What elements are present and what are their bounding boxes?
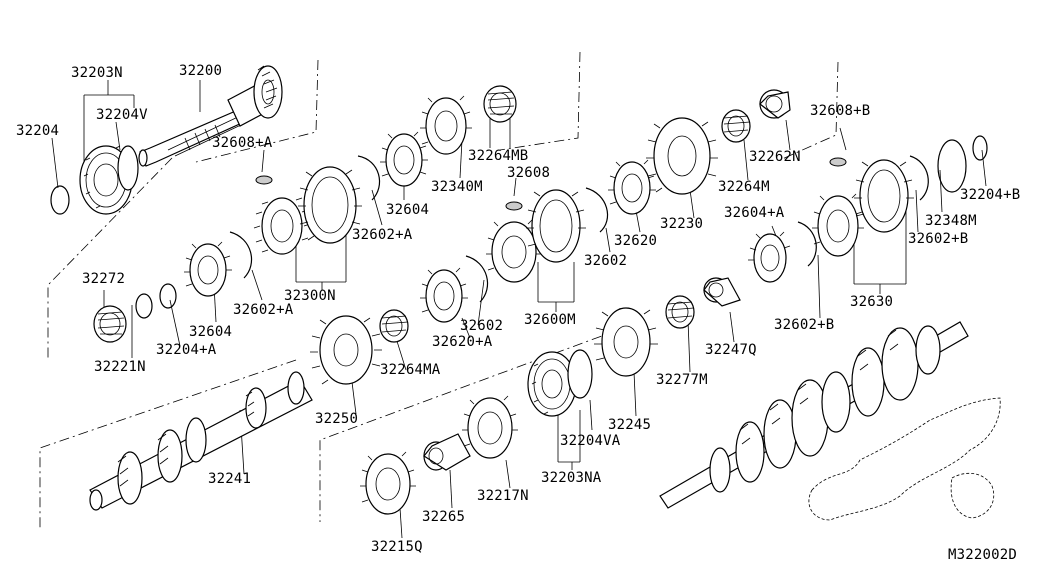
snap-ring-32204 [50, 185, 70, 215]
part-label-32602A-top: 32602+A [352, 227, 413, 243]
part-label-32215Q: 32215Q [371, 539, 423, 555]
snap-ring-32602A-left [229, 231, 253, 279]
gear-32300N [253, 166, 362, 255]
washer-32348M [937, 139, 967, 193]
part-label-32602-mid: 32602 [584, 253, 628, 269]
part-label-32630: 32630 [850, 294, 894, 310]
snap-ring-32602-mid [585, 187, 609, 233]
bushing-32247Q [703, 277, 741, 307]
bushing-32265 [423, 433, 471, 471]
key-32608A [255, 175, 273, 185]
part-label-32204VA: 32204VA [560, 433, 621, 449]
synchro-hub-32620A [420, 267, 468, 323]
part-label-32620A: 32620+A [432, 334, 493, 350]
part-label-32620: 32620 [614, 233, 658, 249]
key-32608B [829, 157, 847, 167]
part-label-32221N: 32221N [94, 359, 146, 375]
group-outline-mid-right [779, 61, 839, 161]
countershaft-32241 [89, 371, 313, 511]
snap-ring-32204A [159, 283, 177, 309]
gear-32215Q [360, 451, 416, 515]
part-label-32245: 32245 [608, 417, 652, 433]
snap-ring-32602A-top [357, 155, 381, 201]
synchro-hub-32604-top [380, 131, 428, 187]
part-label-32604-top: 32604 [386, 202, 430, 218]
part-label-32340M: 32340M [431, 179, 483, 195]
snap-ring-32602B-right [909, 155, 929, 201]
part-label-32204: 32204 [16, 123, 60, 139]
part-label-32203N: 32203N [71, 65, 123, 81]
part-label-32264MB: 32264MB [468, 148, 529, 164]
synchro-hub-32604-left [184, 241, 232, 297]
part-label-32602B-right: 32602+B [908, 231, 969, 247]
bearing-32203N [79, 145, 139, 215]
part-label-32604-left: 32604 [189, 324, 233, 340]
needle-bearing-32277M [665, 295, 695, 329]
part-label-32602: 32602 [460, 318, 504, 334]
group-outline-upper [195, 59, 319, 163]
needle-bearing-32264MB [483, 85, 517, 123]
assembled-mainshaft [659, 321, 1001, 521]
washer-32221N [135, 293, 153, 319]
part-label-32348M: 32348M [925, 213, 977, 229]
part-label-32264M: 32264M [718, 179, 770, 195]
part-label-32241: 32241 [208, 471, 252, 487]
part-label-32272: 32272 [82, 271, 126, 287]
part-label-32602B-bottom: 32602+B [774, 317, 835, 333]
part-label-32608: 32608 [507, 165, 551, 181]
snap-ring-32602B-bottom [797, 221, 817, 267]
part-label-32608A: 32608+A [212, 135, 273, 151]
gear-32230 [646, 117, 718, 195]
part-label-32204B: 32204+B [960, 187, 1021, 203]
snap-ring-32602-left [465, 255, 489, 303]
group-outline-lower-left [39, 359, 297, 528]
diagram-id: M322002D [948, 547, 1018, 563]
group-outline-mid [499, 51, 581, 151]
part-label-32300N: 32300N [284, 288, 336, 304]
part-label-32604A: 32604+A [724, 205, 785, 221]
part-label-32277M: 32277M [656, 372, 708, 388]
part-label-32262N: 32262N [749, 149, 801, 165]
group-outline-lower [319, 307, 621, 522]
synchro-hub-32620 [608, 159, 656, 215]
gear-32600M [486, 189, 586, 283]
group-outline-upper-left [47, 157, 173, 360]
part-label-32608B: 32608+B [810, 103, 871, 119]
part-label-32250: 32250 [315, 411, 359, 427]
gear-32250 [310, 315, 382, 385]
gear-32340M [420, 95, 472, 155]
part-label-32265: 32265 [422, 509, 466, 525]
mainshaft-32200 [138, 65, 283, 167]
part-label-32200: 32200 [179, 63, 223, 79]
gear-32217N [462, 395, 518, 459]
part-label-32204V: 32204V [96, 107, 148, 123]
needle-bearing-32264M [721, 109, 751, 143]
part-label-32217N: 32217N [477, 488, 529, 504]
part-label-32203NA: 32203NA [541, 470, 602, 486]
part-label-32264MA: 32264MA [380, 362, 441, 378]
needle-bearing-32264MA [379, 309, 409, 343]
part-label-32230: 32230 [660, 216, 704, 232]
key-32608 [505, 201, 523, 211]
leader-lines [51, 80, 987, 539]
gear-32245 [594, 307, 658, 377]
part-label-32600M: 32600M [524, 312, 576, 328]
bushing-32262N [759, 89, 791, 119]
part-label-32602A-left: 32602+A [233, 302, 294, 318]
part-label-32247Q: 32247Q [705, 342, 757, 358]
needle-bearing-32272 [93, 305, 127, 343]
synchro-hub-32604A [748, 231, 791, 283]
part-label-32204A: 32204+A [156, 342, 217, 358]
gear-32630 [812, 159, 914, 257]
bearing-32203NA [527, 349, 593, 417]
snap-ring-32204B [972, 135, 988, 161]
